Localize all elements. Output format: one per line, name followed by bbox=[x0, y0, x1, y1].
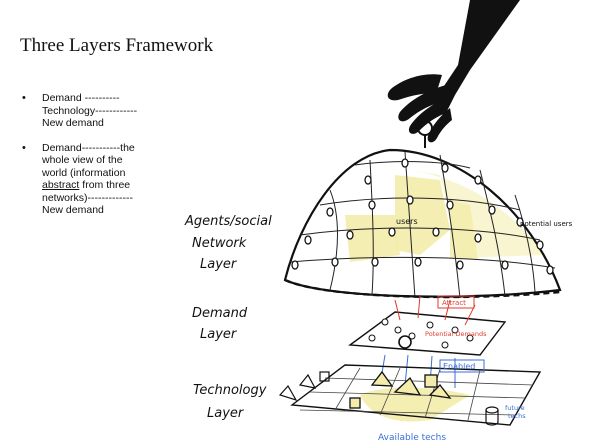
bullet-line: New demand bbox=[42, 117, 104, 129]
agents-label-line1: Agents/social bbox=[184, 214, 272, 229]
attract-box bbox=[437, 295, 475, 309]
underlined-word: abstract bbox=[42, 179, 80, 191]
dome bbox=[283, 148, 562, 299]
hand-icon bbox=[387, 0, 520, 143]
demand-label-line1: Demand bbox=[192, 306, 248, 321]
technology-label-line1: Technology bbox=[193, 383, 267, 398]
future-techs-line2: techs bbox=[508, 412, 526, 420]
potential-users-annotation: potential users bbox=[520, 220, 573, 228]
bullet-line: Demand ---------- bbox=[42, 92, 120, 104]
bullet-list: Demand ---------- Technology------------… bbox=[22, 92, 167, 229]
future-techs-line1: future bbox=[505, 404, 525, 412]
bullet-line: world (information bbox=[42, 166, 126, 179]
slide-title: Three Layers Framework bbox=[20, 35, 214, 56]
bullet-line: networks)------------- bbox=[42, 191, 133, 204]
bullet-line: Technology------------ bbox=[42, 104, 138, 117]
technology-label-line2: Layer bbox=[207, 406, 245, 421]
potential-demands-annotation: Potential Demands bbox=[425, 330, 487, 338]
agents-label-line3: Layer bbox=[200, 257, 238, 272]
bullet-item: Demand-----------the whole view of the w… bbox=[22, 142, 167, 217]
bullet-line: New demand bbox=[42, 204, 104, 216]
bullet-item: Demand ---------- Technology------------… bbox=[22, 92, 167, 130]
attract-annotation: Attract bbox=[442, 299, 466, 307]
enabled-annotation: Enabled bbox=[443, 362, 475, 371]
demand-plane bbox=[348, 295, 507, 356]
available-techs-annotation: Available techs bbox=[378, 433, 446, 443]
bullet-line: abstract from three bbox=[42, 179, 167, 192]
users-annotation: users bbox=[396, 217, 418, 226]
enabled-box bbox=[439, 359, 485, 373]
technology-plane bbox=[278, 364, 542, 426]
demand-label-line2: Layer bbox=[200, 327, 238, 342]
bullet-fragment: from three bbox=[79, 179, 131, 191]
bullet-line: Demand-----------the bbox=[42, 141, 135, 154]
bullet-line: whole view of the bbox=[42, 154, 123, 166]
layer-labels: Agents/social Network Layer Demand Layer… bbox=[184, 214, 272, 421]
agents-label-line2: Network bbox=[192, 236, 247, 251]
